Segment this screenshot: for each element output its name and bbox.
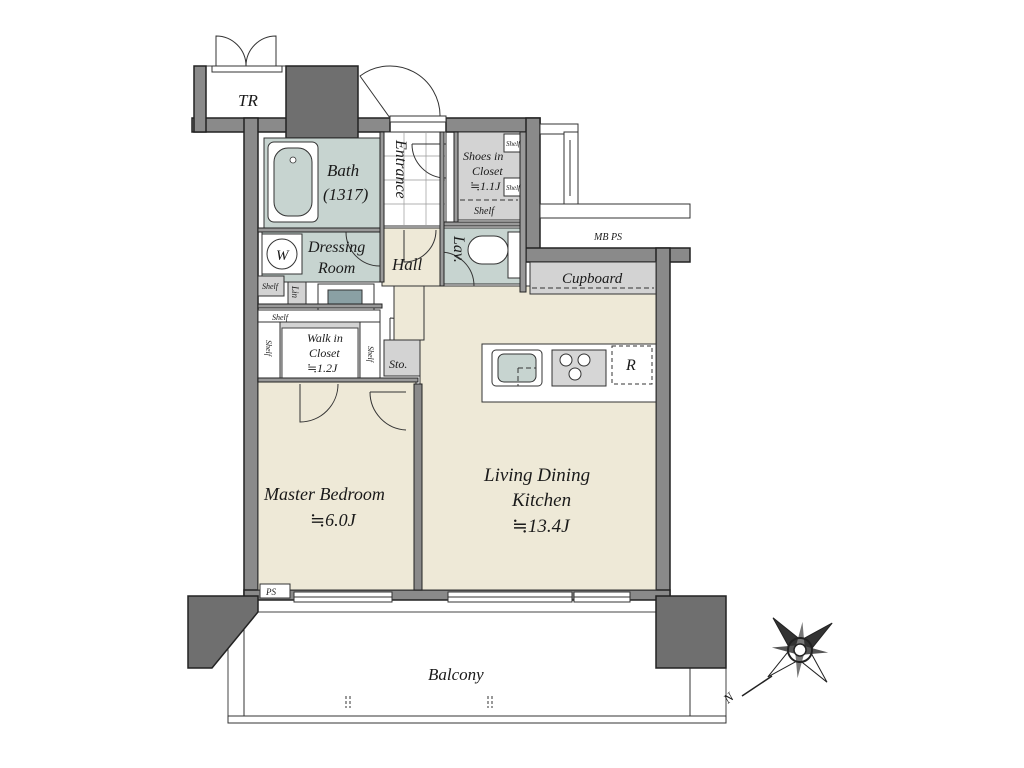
label-bath: Bath <box>327 161 359 180</box>
label-master-bedroom-size: ≒6.0J <box>310 510 357 530</box>
label-shelf-shoes-bottom: Shelf <box>474 206 495 217</box>
label-shelf-wic-top: Shelf <box>272 313 290 322</box>
label-shelf-wic-left: Shelf <box>264 340 273 358</box>
lavatory <box>439 227 525 287</box>
pillars <box>187 65 727 669</box>
hall-area <box>381 227 441 287</box>
label-shoes-closet-1: Shoes in <box>463 149 503 163</box>
trunk-room <box>199 35 287 123</box>
label-entrance: Entrance <box>392 139 409 199</box>
label-hall: Hall <box>391 255 423 274</box>
label-wic-2: Closet <box>309 346 340 360</box>
label-master-bedroom: Master Bedroom <box>263 484 385 504</box>
label-ldk-size: ≒13.4J <box>512 516 571 537</box>
label-refrigerator: R <box>625 357 636 374</box>
label-shelf-wic-right: Shelf <box>366 346 375 364</box>
label-balcony: Balcony <box>428 665 484 684</box>
label-shoes-closet-size: ≒1.1J <box>470 179 501 193</box>
south-windows <box>293 591 631 603</box>
north-arrow <box>741 675 773 697</box>
balcony-area <box>227 611 727 724</box>
label-dressing-2: Room <box>317 260 355 277</box>
label-wic-size: ≒1.2J <box>307 361 338 375</box>
master-bedroom <box>257 381 423 599</box>
ldk-room <box>393 261 657 591</box>
label-dressing-1: Dressing <box>307 239 365 256</box>
bath-room <box>263 137 381 229</box>
shoes-closet <box>457 131 521 221</box>
label-wic-1: Walk in <box>307 331 343 345</box>
label-bath-size: (1317) <box>323 185 369 204</box>
interior-walls <box>257 131 527 383</box>
linen-storage <box>257 275 307 305</box>
label-ldk-1: Living Dining <box>483 465 590 486</box>
label-shelf-shoes-top: Shelf <box>506 140 521 148</box>
label-cupboard: Cupboard <box>562 271 623 287</box>
label-storage: Sto. <box>389 357 407 371</box>
label-ldk-2: Kitchen <box>511 490 571 511</box>
label-ps: PS <box>265 587 276 597</box>
label-washer: W <box>276 248 290 264</box>
label-mb-ps: MB PS <box>593 232 622 243</box>
label-lav: Lav. <box>450 235 467 263</box>
label-shelf-linen: Shelf <box>262 282 280 291</box>
compass-rose <box>767 617 833 683</box>
walk-in-closet <box>257 309 381 381</box>
exterior-walls <box>191 65 691 601</box>
label-shelf-shoes-mid: Shelf <box>506 184 521 192</box>
label-linen: Lin <box>290 285 300 299</box>
label-tr: TR <box>238 91 258 110</box>
dressing-room <box>261 231 381 315</box>
entrance-door <box>359 65 447 123</box>
label-shoes-closet-2: Closet <box>472 164 503 178</box>
